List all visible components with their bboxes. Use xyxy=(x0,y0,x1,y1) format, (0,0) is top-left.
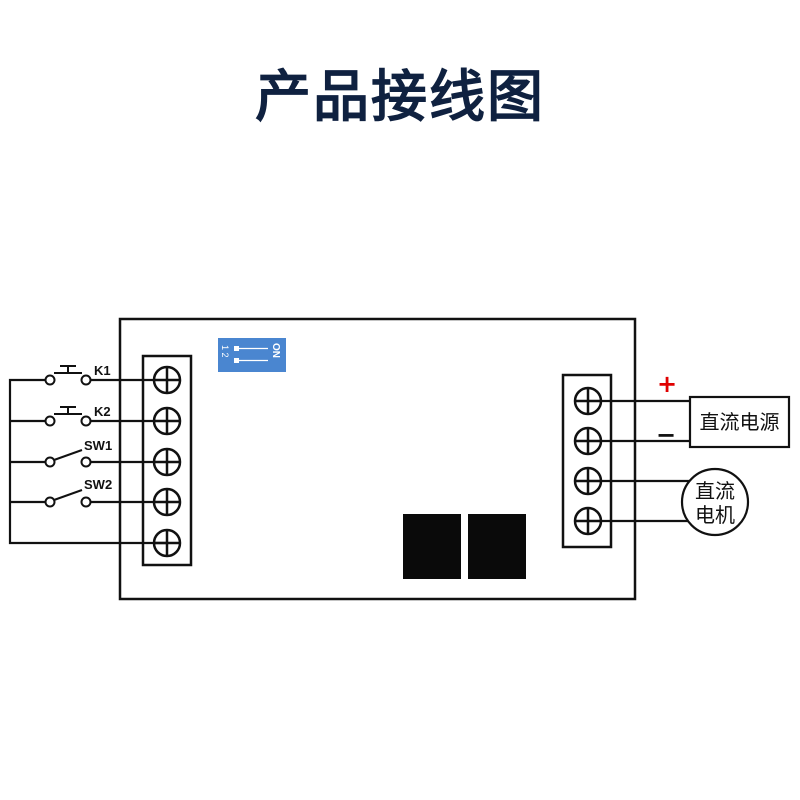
sw1-label: SW1 xyxy=(84,438,112,453)
page-title: 产品接线图 xyxy=(255,65,545,130)
dc-motor-label-line2: 电机 xyxy=(695,503,735,527)
dip-switch-on-label: ON xyxy=(270,343,281,358)
dc-power-supply-label: 直流电源 xyxy=(700,410,780,434)
relay-2 xyxy=(468,514,526,579)
sw2-switch xyxy=(44,489,92,508)
input-terminal-block xyxy=(141,354,193,567)
dc-power-supply: 直流电源 xyxy=(688,395,791,449)
dip-switch-numbers: 1 2 xyxy=(220,345,230,358)
relay-1 xyxy=(403,514,461,579)
k2-label: K2 xyxy=(94,404,111,419)
dc-motor-label-line1: 直流 xyxy=(695,479,735,503)
sw2-label: SW2 xyxy=(84,477,112,492)
output-screw-3[interactable] xyxy=(573,466,603,496)
terminal-screw-4[interactable] xyxy=(152,487,182,517)
output-wiring xyxy=(601,399,692,523)
k2-pushbutton xyxy=(44,406,92,427)
output-screw-2[interactable] xyxy=(573,426,603,456)
module-board xyxy=(118,317,637,601)
terminal-screw-3[interactable] xyxy=(152,447,182,477)
input-wiring xyxy=(8,378,167,545)
output-screw-1[interactable] xyxy=(573,386,603,416)
output-screw-4[interactable] xyxy=(573,506,603,536)
sw1-switch xyxy=(44,449,92,468)
dip-switch[interactable]: 1 2 ON xyxy=(218,338,286,372)
power-minus-sign: − xyxy=(656,421,676,449)
k1-label: K1 xyxy=(94,363,111,378)
power-plus-sign: + xyxy=(657,370,677,398)
dc-motor: 直流 电机 xyxy=(680,467,750,537)
dip-switch-body xyxy=(218,338,286,372)
output-terminal-block xyxy=(561,373,613,549)
terminal-screw-1[interactable] xyxy=(152,365,182,395)
terminal-screw-2[interactable] xyxy=(152,406,182,436)
k1-pushbutton xyxy=(44,365,92,386)
